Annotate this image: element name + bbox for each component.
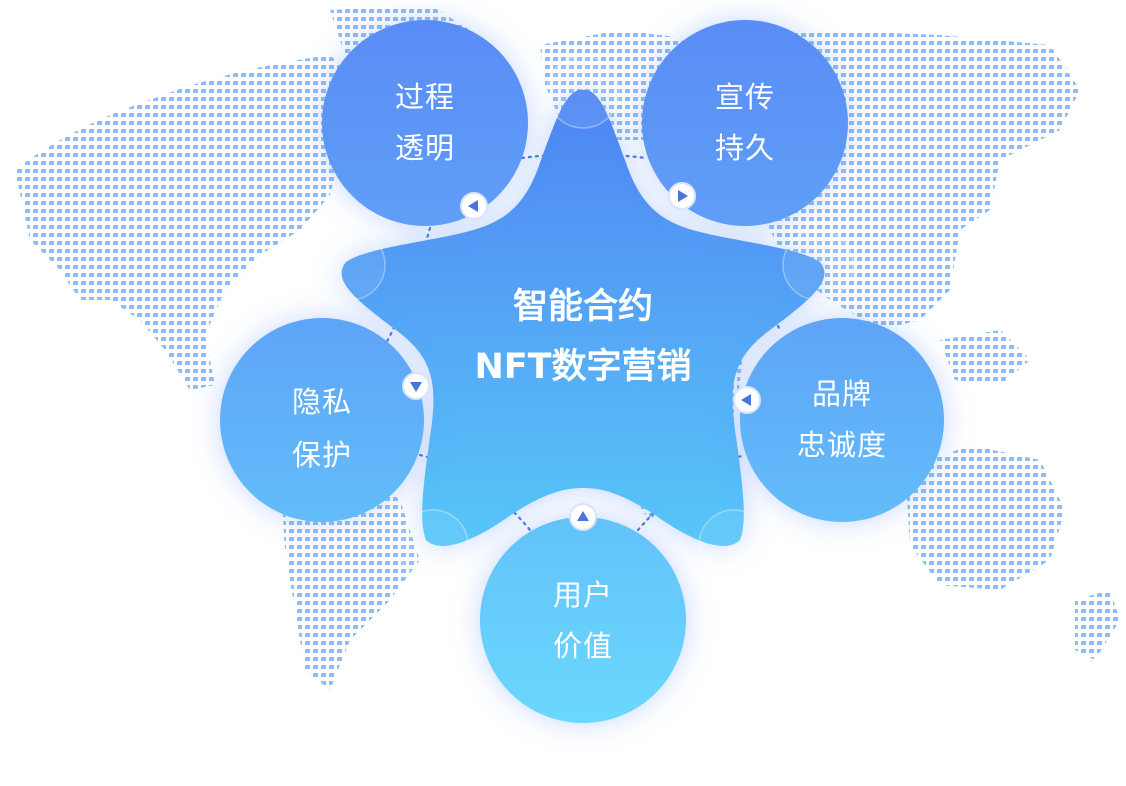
triangle-left-icon: [741, 394, 751, 406]
node-privacy-protection-line2: 保护: [292, 438, 352, 472]
center-title-line2: NFT数字营销: [474, 347, 691, 387]
node-process-transparency-line2: 透明: [395, 131, 455, 165]
node-lasting-promotion: 宣传 持久: [642, 20, 848, 226]
node-lasting-promotion-line1: 宣传: [715, 80, 775, 114]
arrow-badge-brand: [733, 386, 761, 414]
node-lasting-promotion-line2: 持久: [715, 131, 775, 165]
node-brand-loyalty: 品牌 忠诚度: [740, 318, 944, 522]
node-brand-loyalty-line2: 忠诚度: [797, 428, 887, 462]
arrow-badge-user: [569, 503, 597, 531]
center-star: 智能合约 NFT数字营销: [341, 89, 825, 546]
node-process-transparency: 过程 透明: [322, 20, 528, 226]
decorative-rings: [314, 55, 854, 581]
center-title-line1: 智能合约: [513, 287, 653, 327]
arrow-badge-process: [460, 192, 488, 220]
node-brand-loyalty-line1: 品牌: [812, 377, 872, 411]
triangle-down-icon: [410, 382, 422, 392]
arrow-badge-promotion: [668, 182, 696, 210]
triangle-up-icon: [577, 511, 589, 521]
triangle-right-icon: [678, 190, 688, 202]
triangle-left-icon: [468, 200, 478, 212]
node-process-transparency-line1: 过程: [395, 80, 455, 114]
node-user-value-line1: 用户: [553, 578, 613, 612]
node-user-value-line2: 价值: [553, 629, 613, 663]
node-privacy-protection: 隐私 保护: [220, 318, 424, 522]
node-user-value: 用户 价值: [480, 517, 686, 723]
arrow-badge-privacy: [402, 372, 430, 400]
node-privacy-protection-line1: 隐私: [292, 385, 352, 419]
